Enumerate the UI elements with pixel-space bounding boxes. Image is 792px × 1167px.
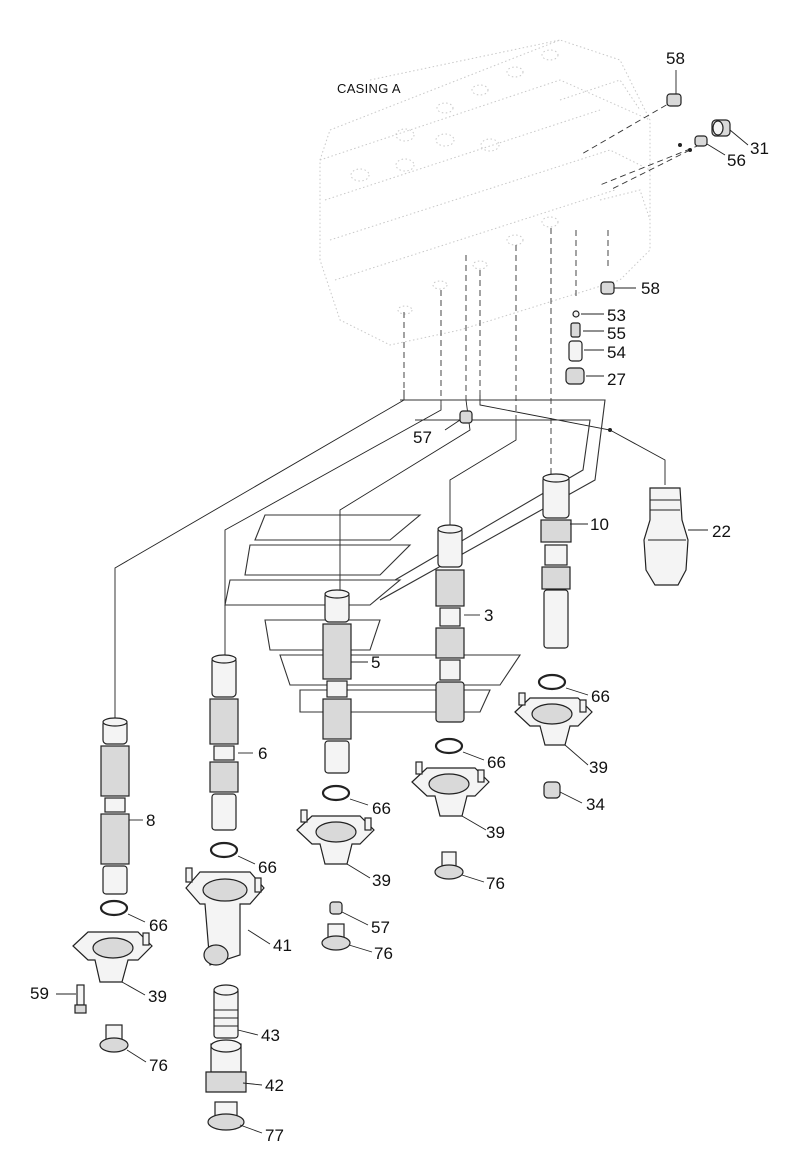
callout-27: 27 <box>607 370 626 389</box>
plug-57-upper <box>444 410 473 431</box>
ball-53 <box>572 310 604 318</box>
callout-66-b: 66 <box>487 753 506 772</box>
cover-39-c <box>296 809 375 879</box>
plug-76-c <box>99 1024 147 1063</box>
plug-58-top <box>666 70 682 107</box>
plug-76-b <box>321 923 373 953</box>
callout-34: 34 <box>586 795 605 814</box>
o-ring-66-b <box>434 737 485 761</box>
callout-54: 54 <box>607 343 626 362</box>
callout-77: 77 <box>265 1126 284 1145</box>
callout-66-e: 66 <box>149 916 168 935</box>
cover-39-a <box>514 692 593 766</box>
spring-55 <box>570 322 604 338</box>
callout-3: 3 <box>484 606 493 625</box>
callout-41: 41 <box>273 936 292 955</box>
o-ring-66-e <box>99 899 146 923</box>
callout-6: 6 <box>258 744 267 763</box>
callout-59: 59 <box>30 984 49 1003</box>
callout-57-lower: 57 <box>371 918 390 937</box>
plug-27 <box>565 367 604 385</box>
cover-39-d <box>72 931 153 996</box>
o-ring-66-d <box>209 841 256 865</box>
callout-58-side: 58 <box>641 279 660 298</box>
callout-39-d: 39 <box>148 987 167 1006</box>
poppet-54 <box>568 340 604 362</box>
spool-5 <box>322 589 368 774</box>
callout-66-d: 66 <box>258 858 277 877</box>
callout-76-a: 76 <box>486 874 505 893</box>
spool-10 <box>540 473 588 649</box>
callout-8: 8 <box>146 811 155 830</box>
callout-22: 22 <box>712 522 731 541</box>
callout-42: 42 <box>265 1076 284 1095</box>
spool-3 <box>435 524 480 723</box>
cover-39-b <box>411 761 490 831</box>
callout-43: 43 <box>261 1026 280 1045</box>
callout-53: 53 <box>607 306 626 325</box>
callout-66-a: 66 <box>591 687 610 706</box>
bolt-59 <box>56 984 87 1014</box>
callout-55: 55 <box>607 324 626 343</box>
plug-77 <box>207 1101 263 1134</box>
assembly-leader-lines <box>114 143 692 720</box>
o-ring-66-a <box>537 673 589 696</box>
plug-56 <box>694 135 726 156</box>
plug-58-side <box>600 281 636 295</box>
callout-31: 31 <box>750 139 769 158</box>
plug-42 <box>205 1039 263 1093</box>
plug-31 <box>711 119 749 146</box>
callout-39-c: 39 <box>372 871 391 890</box>
spool-8 <box>100 717 143 895</box>
callout-57-upper: 57 <box>413 428 432 447</box>
plug-76-a <box>434 851 485 883</box>
casing-a-ghost-outline <box>319 39 651 346</box>
callout-39-b: 39 <box>486 823 505 842</box>
callout-76-c: 76 <box>149 1056 168 1075</box>
callout-58-top: 58 <box>666 49 685 68</box>
plug-57-lower <box>329 901 369 926</box>
callout-5: 5 <box>371 653 380 672</box>
callout-56: 56 <box>727 151 746 170</box>
spool-6 <box>209 654 253 831</box>
plug-34 <box>543 781 583 804</box>
assembly-centerlines <box>403 99 701 470</box>
cover-41 <box>185 867 271 966</box>
adapter-43 <box>213 984 259 1039</box>
callout-39-a: 39 <box>589 758 608 777</box>
drawing-title: CASING A <box>337 81 401 96</box>
relief-valve-22 <box>643 487 708 586</box>
callout-76-b: 76 <box>374 944 393 963</box>
o-ring-66-c <box>321 784 369 806</box>
callout-10: 10 <box>590 515 609 534</box>
callout-66-c: 66 <box>372 799 391 818</box>
